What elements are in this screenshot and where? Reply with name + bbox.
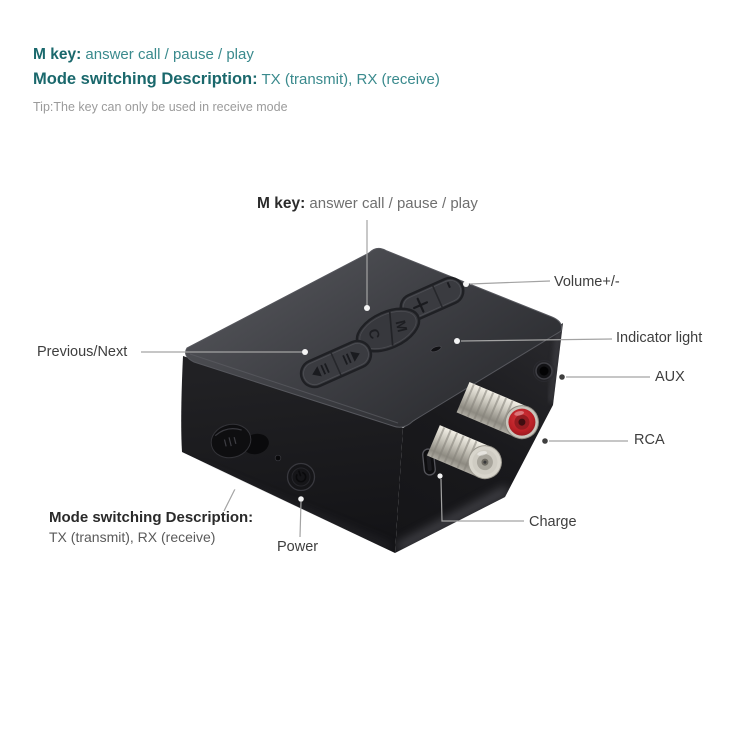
callout-dot-prevnext — [302, 349, 308, 355]
callout-label-mode-switching: Mode switching Description: TX (transmit… — [49, 509, 253, 545]
callout-label-mode-bold: Mode switching Description: — [49, 509, 254, 526]
callout-dot-power — [298, 496, 304, 502]
callout-line-mode — [223, 488, 236, 512]
header-mkey-rest: answer call / pause / play — [81, 46, 254, 63]
next-track-icon — [342, 351, 360, 365]
callout-dot-aux — [559, 374, 565, 380]
aux-jack — [533, 360, 555, 382]
header-mode-line: Mode switching Description: TX (transmit… — [33, 70, 440, 89]
call-glyph: C — [365, 327, 383, 341]
callout-line-power — [299, 501, 302, 538]
power-button — [286, 462, 316, 492]
header-mkey-line: M key: answer call / pause / play — [33, 46, 254, 64]
callout-line-volume — [469, 280, 551, 285]
header-mode-bold: Mode switching Description: — [33, 70, 258, 88]
callout-label-previous-next: Previous/Next — [37, 344, 128, 360]
device-mkey-label: M key: answer call / pause / play — [257, 195, 478, 213]
callout-label-power: Power — [277, 539, 319, 555]
rca-jack-white — [426, 425, 502, 480]
device-front-face — [181, 356, 403, 553]
callout-dot-indicator — [454, 338, 460, 344]
callout-dot-mode — [232, 484, 238, 490]
top-front-edge-highlight — [189, 353, 399, 424]
header-mode-rest: TX (transmit), RX (receive) — [257, 71, 440, 88]
mic-hole — [274, 454, 282, 462]
callout-label-volume: Volume+/- — [554, 274, 620, 290]
callout-label-charge: Charge — [529, 514, 577, 530]
mode-switch — [210, 423, 252, 459]
power-icon — [295, 470, 307, 483]
plus-icon — [413, 297, 429, 313]
callout-line-indicator — [460, 338, 613, 342]
callout-dot-mkey — [364, 305, 370, 311]
header-tip: Tip:The key can only be used in receive … — [33, 100, 288, 114]
indicator-light-slot — [430, 345, 442, 353]
callout-label-indicator-light: Indicator light — [616, 330, 703, 346]
callout-label-rca: RCA — [634, 432, 665, 448]
minus-icon — [446, 281, 451, 289]
callout-label-aux: AUX — [655, 369, 685, 385]
device-right-face — [395, 323, 563, 553]
header-mkey-bold: M key: — [33, 46, 82, 63]
prev-next-button — [299, 339, 373, 389]
rca-jack-red — [456, 381, 539, 440]
callout-line-charge — [440, 478, 524, 522]
callout-dot-charge — [437, 473, 443, 479]
device-mkey-label-bold: M key: — [257, 195, 306, 212]
callout-label-mode-rest: TX (transmit), RX (receive) — [49, 529, 216, 545]
device-mkey-label-rest: answer call / pause / play — [305, 195, 478, 212]
previous-track-icon — [312, 363, 330, 377]
callout-dot-volume — [463, 281, 469, 287]
callout-dot-rca — [542, 438, 548, 444]
m-glyph: M — [392, 319, 410, 334]
